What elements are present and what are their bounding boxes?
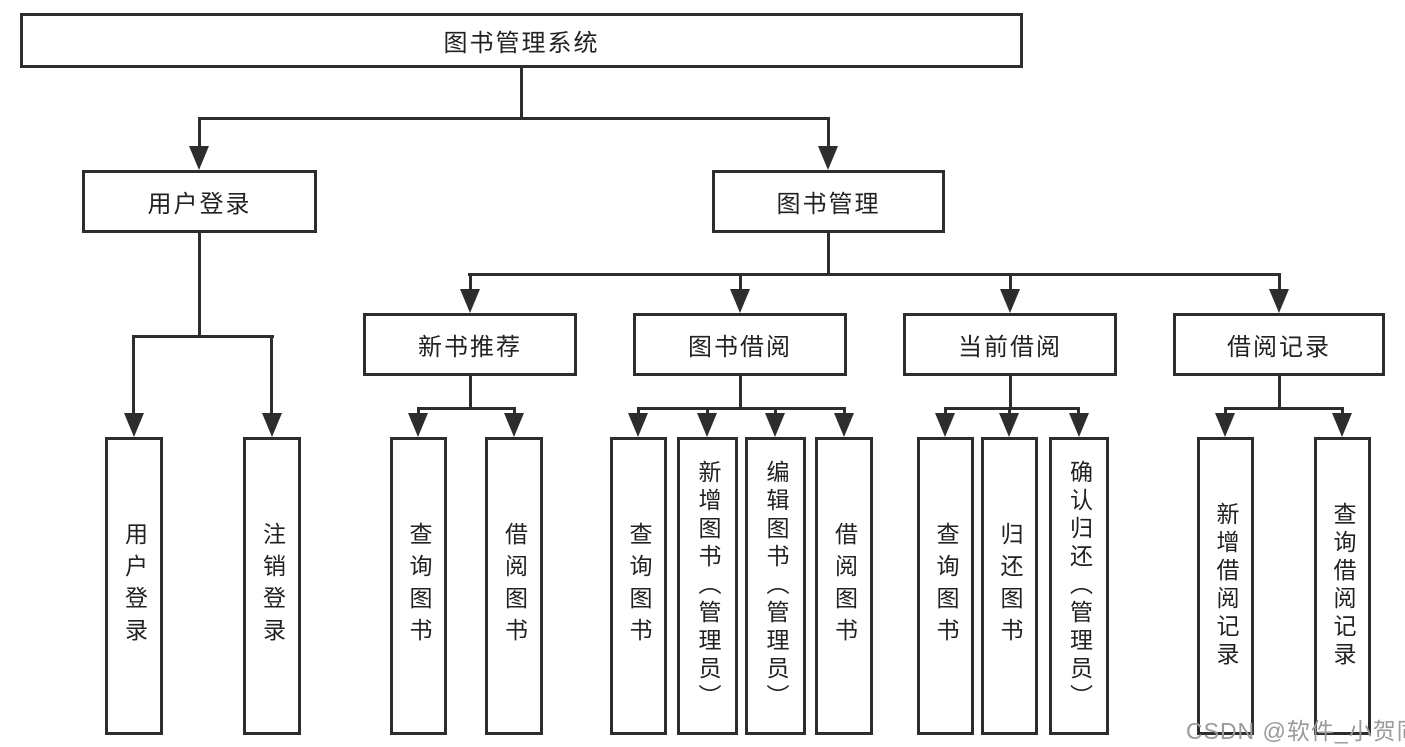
connector-line (843, 407, 846, 417)
node-book-management: 图书管理 (712, 170, 945, 233)
arrow-down-icon (818, 146, 838, 170)
node-book-borrowing: 图书借阅 (633, 313, 847, 376)
arrow-down-icon (834, 413, 854, 437)
node-library-management-system: 图书管理系统 (20, 13, 1023, 68)
node-label: 用户登录 (147, 191, 252, 218)
connector-line (1278, 273, 1281, 293)
connector-line (637, 407, 845, 410)
connector-line (513, 407, 516, 417)
node-return-books: 归还图书 (981, 437, 1038, 735)
connector-line (198, 117, 201, 149)
connector-line (739, 273, 742, 293)
connector-line (944, 407, 947, 417)
arrow-down-icon (504, 413, 524, 437)
node-label: 图书管理 (776, 191, 881, 218)
node-label: 当前借阅 (958, 334, 1062, 361)
connector-line (132, 335, 135, 415)
node-label: 新书推荐 (418, 334, 522, 361)
node-label: 借阅记录 (1227, 334, 1331, 361)
arrow-down-icon (1000, 289, 1020, 313)
node-label: 归还图书 (997, 522, 1023, 650)
arrow-down-icon (999, 413, 1019, 437)
node-label: 新增图书（管理员） (695, 460, 721, 712)
node-label: 查询图书 (626, 522, 652, 650)
node-label: 借阅图书 (831, 522, 858, 650)
node-label: 查询图书 (933, 522, 959, 650)
connector-line (469, 375, 472, 409)
connector-line (637, 407, 640, 417)
arrow-down-icon (1332, 413, 1352, 437)
arrow-down-icon (628, 413, 648, 437)
node-add-books-admin: 新增图书（管理员） (677, 437, 738, 735)
node-user-login: 用户登录 (82, 170, 317, 233)
connector-line (468, 273, 1280, 276)
arrow-down-icon (730, 289, 750, 313)
node-label: 编辑图书（管理员） (763, 460, 789, 712)
arrow-down-icon (124, 413, 144, 437)
node-logout: 注销登录 (243, 437, 301, 735)
node-label: 图书管理系统 (443, 30, 600, 57)
node-query-books-borrowing: 查询图书 (610, 437, 667, 735)
node-borrowing-records: 借阅记录 (1173, 313, 1385, 376)
connector-line (469, 273, 472, 293)
connector-line (1224, 407, 1344, 410)
connector-line (944, 407, 1080, 410)
arrow-down-icon (460, 289, 480, 313)
node-label: 查询借阅记录 (1330, 502, 1356, 670)
connector-line (1008, 407, 1011, 417)
arrow-down-icon (935, 413, 955, 437)
arrow-down-icon (262, 413, 282, 437)
arrow-down-icon (189, 146, 209, 170)
connector-line (774, 407, 777, 417)
connector-line (520, 66, 523, 119)
watermark-text: CSDN @软件_小贺同学 (1186, 718, 1405, 744)
arrow-down-icon (1269, 289, 1289, 313)
node-query-books-current: 查询图书 (917, 437, 974, 735)
node-label: 新增借阅记录 (1213, 502, 1239, 670)
connector-line (1077, 407, 1080, 417)
connector-line (198, 232, 201, 337)
connector-line (706, 407, 709, 417)
arrow-down-icon (697, 413, 717, 437)
node-user-login-leaf: 用户登录 (105, 437, 163, 735)
node-label: 查询图书 (406, 522, 432, 650)
connector-line (417, 407, 420, 417)
connector-line (1009, 273, 1012, 293)
node-add-borrow-record: 新增借阅记录 (1197, 437, 1254, 735)
connector-line (1278, 375, 1281, 409)
connector-line (132, 335, 274, 338)
connector-line (198, 117, 830, 120)
arrow-down-icon (408, 413, 428, 437)
node-label: 图书借阅 (688, 334, 792, 361)
arrow-down-icon (1069, 413, 1089, 437)
connector-line (1224, 407, 1227, 417)
connector-line (827, 232, 830, 275)
connector-line (827, 117, 830, 149)
connector-line (1341, 407, 1344, 417)
node-current-borrowing: 当前借阅 (903, 313, 1117, 376)
node-label: 借阅图书 (501, 522, 528, 650)
node-confirm-return-admin: 确认归还（管理员） (1049, 437, 1109, 735)
node-query-borrow-record: 查询借阅记录 (1314, 437, 1371, 735)
node-edit-books-admin: 编辑图书（管理员） (745, 437, 806, 735)
arrow-down-icon (765, 413, 785, 437)
arrow-down-icon (1215, 413, 1235, 437)
node-query-books-recommend: 查询图书 (390, 437, 447, 735)
connector-line (417, 407, 516, 410)
node-label: 注销登录 (259, 522, 286, 650)
connector-line (1009, 375, 1012, 409)
connector-line (739, 375, 742, 409)
node-borrow-books-recommend: 借阅图书 (485, 437, 543, 735)
node-label: 确认归还（管理员） (1066, 460, 1093, 712)
connector-line (270, 335, 273, 415)
node-borrow-books-leaf: 借阅图书 (815, 437, 873, 735)
node-new-book-recommendation: 新书推荐 (363, 313, 577, 376)
node-label: 用户登录 (121, 522, 148, 650)
